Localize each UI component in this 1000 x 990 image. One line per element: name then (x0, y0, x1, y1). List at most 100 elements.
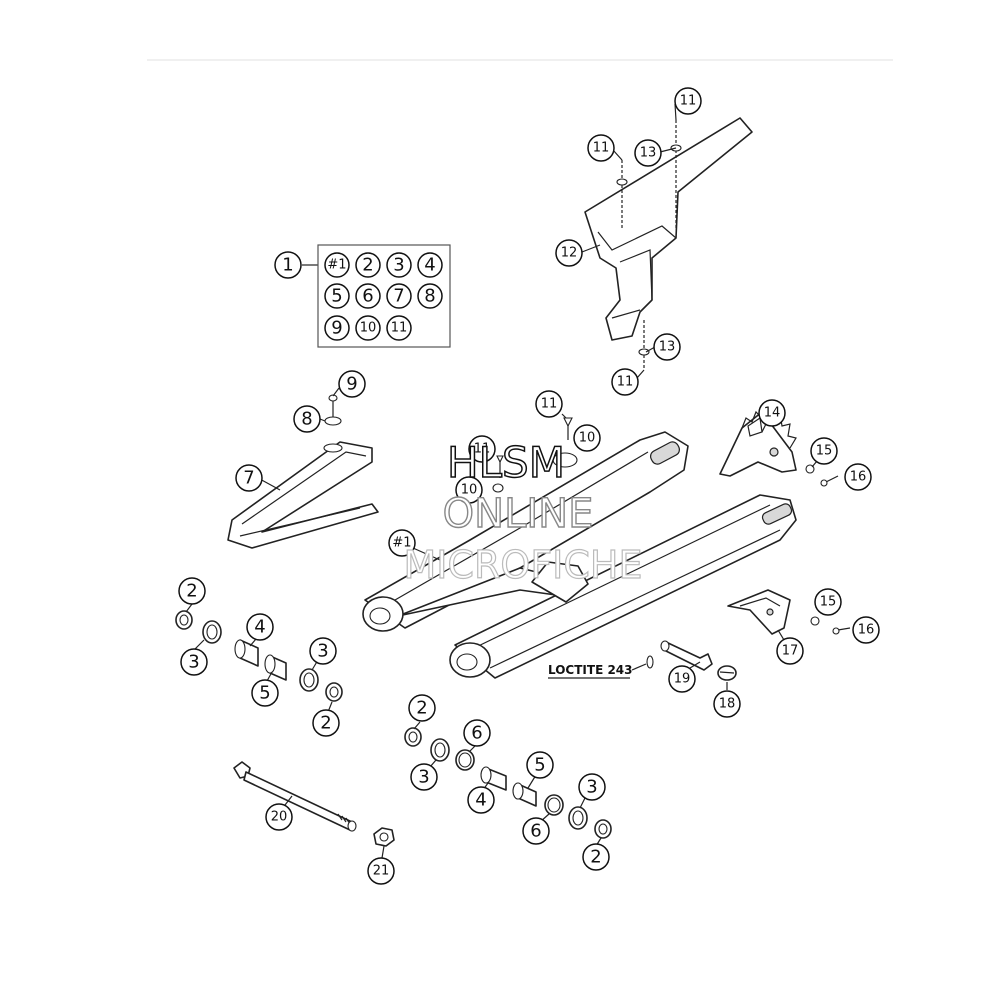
left-bearing-set (175, 610, 343, 702)
kit-item-11[interactable]: 11 (386, 315, 412, 341)
callout-5-left[interactable]: 5 (251, 679, 279, 707)
svg-text:6: 6 (362, 286, 373, 307)
callout-11-swingarm-right[interactable]: 11 (535, 390, 563, 418)
callout-14[interactable]: 14 (758, 399, 786, 427)
svg-text:6: 6 (530, 821, 541, 842)
callout-9[interactable]: 9 (338, 370, 366, 398)
callout-20[interactable]: 20 (265, 803, 293, 831)
callout-6-right-bottom[interactable]: 6 (522, 817, 550, 845)
callout-12[interactable]: 12 (555, 239, 583, 267)
svg-text:15: 15 (820, 595, 837, 610)
svg-text:10: 10 (360, 321, 377, 336)
svg-text:13: 13 (659, 340, 676, 355)
svg-text:2: 2 (186, 581, 197, 602)
callout-13-guard-bottom[interactable]: 13 (653, 333, 681, 361)
swingarm-screw (492, 417, 578, 493)
svg-text:11: 11 (474, 442, 491, 457)
svg-text:3: 3 (188, 652, 199, 673)
kit-item-9[interactable]: 9 (324, 315, 350, 341)
callout-11-guard-top[interactable]: 11 (674, 87, 702, 115)
kit-item-7[interactable]: 7 (386, 283, 412, 309)
svg-text:15: 15 (816, 444, 833, 459)
svg-text:20: 20 (271, 810, 288, 825)
svg-text:3: 3 (586, 777, 597, 798)
kit-item-10[interactable]: 10 (355, 315, 381, 341)
plug-18 (717, 665, 737, 681)
callout-17[interactable]: 17 (776, 637, 804, 665)
slider-screw (324, 394, 342, 426)
svg-text:14: 14 (764, 406, 781, 421)
kit-item-6[interactable]: 6 (355, 283, 381, 309)
callout-11-guard-left[interactable]: 11 (587, 134, 615, 162)
callout-10-swingarm-left[interactable]: 10 (455, 476, 483, 504)
svg-text:18: 18 (719, 697, 736, 712)
callout-8[interactable]: 8 (293, 405, 321, 433)
callout-2-left-top[interactable]: 2 (178, 577, 206, 605)
svg-text:9: 9 (346, 374, 357, 395)
callout-3-left[interactable]: 3 (180, 648, 208, 676)
svg-text:4: 4 (475, 790, 486, 811)
callout-11-swingarm-left[interactable]: 11 (468, 435, 496, 463)
svg-text:5: 5 (534, 755, 545, 776)
callout-4-right[interactable]: 4 (467, 786, 495, 814)
svg-text:9: 9 (331, 318, 342, 339)
kit-box (302, 244, 451, 348)
svg-text:3: 3 (317, 641, 328, 662)
callout-11-guard-bottom[interactable]: 11 (611, 368, 639, 396)
callout-10-swingarm-right[interactable]: 10 (573, 424, 601, 452)
chain-slider-part (227, 441, 379, 549)
svg-text:7: 7 (243, 468, 254, 489)
callout-15-lower[interactable]: 15 (814, 588, 842, 616)
callout-16-upper[interactable]: 16 (844, 463, 872, 491)
kit-item-3[interactable]: 3 (386, 252, 412, 278)
kit-item-4[interactable]: 4 (417, 252, 443, 278)
svg-text:8: 8 (301, 409, 312, 430)
svg-text:16: 16 (850, 470, 867, 485)
callout-6-right-top[interactable]: 6 (463, 719, 491, 747)
callout-5-right[interactable]: 5 (526, 751, 554, 779)
svg-text:19: 19 (674, 672, 691, 687)
callout-swingarm[interactable]: #1 (388, 529, 416, 557)
svg-text:LOCTITE 243: LOCTITE 243 (548, 663, 633, 677)
chain-guide-plate-part (727, 589, 791, 635)
callout-19[interactable]: 19 (668, 665, 696, 693)
right-bearing-set (404, 727, 612, 839)
kit-item-5[interactable]: 5 (324, 283, 350, 309)
svg-text:7: 7 (393, 286, 404, 307)
callout-2-right-top[interactable]: 2 (408, 694, 436, 722)
callout-1[interactable]: 1 (274, 251, 302, 279)
svg-text:#1: #1 (392, 536, 411, 551)
svg-text:12: 12 (561, 246, 578, 261)
callout-4-left[interactable]: 4 (246, 613, 274, 641)
svg-text:3: 3 (418, 767, 429, 788)
kit-item-2[interactable]: 2 (355, 252, 381, 278)
callout-13-guard-top[interactable]: 13 (634, 139, 662, 167)
callout-2-left-bottom[interactable]: 2 (312, 709, 340, 737)
callout-16-lower[interactable]: 16 (852, 616, 880, 644)
callout-3-left-right[interactable]: 3 (309, 637, 337, 665)
svg-text:2: 2 (416, 698, 427, 719)
callout-18[interactable]: 18 (713, 690, 741, 718)
kit-item-8[interactable]: 8 (417, 283, 443, 309)
svg-text:MICROFICHE: MICROFICHE (403, 543, 642, 587)
svg-text:11: 11 (617, 375, 634, 390)
svg-text:17: 17 (782, 644, 799, 659)
kit-item-1[interactable]: #1 (324, 252, 350, 278)
pivot-bolt-19 (646, 640, 713, 671)
chain-guard-screws (616, 120, 682, 370)
swingarm-part (362, 431, 797, 679)
chain-guard-part (584, 117, 753, 341)
callout-15-upper[interactable]: 15 (810, 437, 838, 465)
svg-text:1: 1 (282, 255, 293, 276)
sprocket-guard-hardware (805, 464, 839, 487)
svg-text:5: 5 (259, 683, 270, 704)
callout-21[interactable]: 21 (367, 857, 395, 885)
svg-text:2: 2 (590, 847, 601, 868)
svg-text:4: 4 (254, 617, 265, 638)
callout-2-right-bottom[interactable]: 2 (582, 843, 610, 871)
callout-3-right-left[interactable]: 3 (410, 763, 438, 791)
svg-text:21: 21 (373, 864, 390, 879)
callout-7[interactable]: 7 (235, 464, 263, 492)
callout-3-right-right[interactable]: 3 (578, 773, 606, 801)
